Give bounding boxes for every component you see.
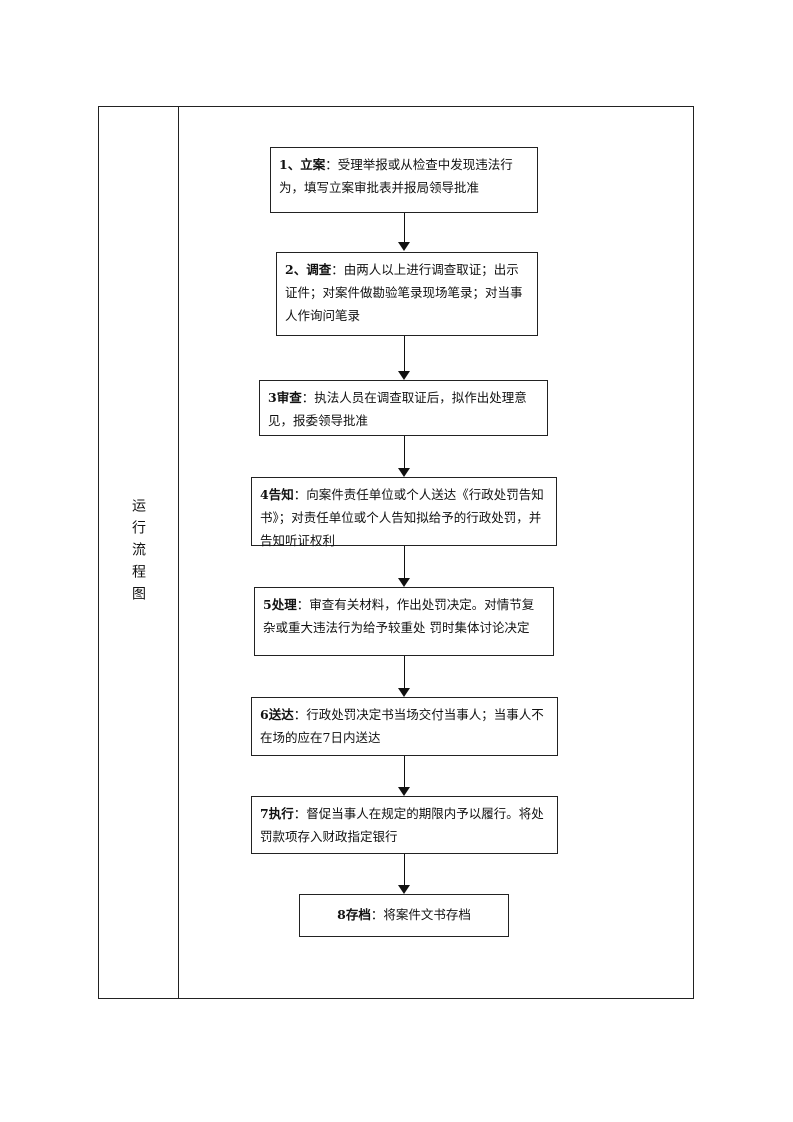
- arrow-2: [398, 336, 410, 380]
- step-6-heading: 6送达: [260, 707, 294, 722]
- step-4-heading: 4告知: [260, 487, 294, 502]
- flowchart-table: [98, 106, 694, 999]
- step-8-box: 8存档：将案件文书存档: [299, 894, 509, 937]
- step-5-heading: 5处理: [263, 597, 297, 612]
- step-4-text: ：向案件责任单位或个人送达《行政处罚告知书》；对责任单位或个人告知拟给予的行政处…: [260, 487, 544, 548]
- step-5-text: ：审查有关材料，作出处罚决定。对情节复杂或重大违法行为给予较重处 罚时集体讨论决…: [263, 597, 535, 635]
- step-3-text: ：执法人员在调查取证后，拟作出处理意见，报委领导批准: [268, 390, 527, 428]
- step-7-box: 7执行：督促当事人在规定的期限内予以履行。将处罚款项存入财政指定银行: [251, 796, 558, 854]
- arrow-3: [398, 436, 410, 477]
- step-8-text: ：将案件文书存档: [370, 907, 471, 922]
- step-3-box: 3审查：执法人员在调查取证后，拟作出处理意见，报委领导批准: [259, 380, 548, 436]
- step-2-text: ：由两人以上进行调查取证；出示证件；对案件做勘验笔录现场笔录；对当事人作询问笔录: [285, 262, 523, 323]
- step-2-box: 2、调查：由两人以上进行调查取证；出示证件；对案件做勘验笔录现场笔录；对当事人作…: [276, 252, 538, 336]
- step-2-heading: 2、调查: [285, 262, 332, 277]
- arrow-1: [398, 213, 410, 251]
- step-3-heading: 3审查: [268, 390, 302, 405]
- step-8-heading: 8存档: [337, 907, 371, 922]
- step-1-heading: 1、立案: [279, 157, 326, 172]
- step-4-box: 4告知：向案件责任单位或个人送达《行政处罚告知书》；对责任单位或个人告知拟给予的…: [251, 477, 557, 548]
- arrow-5: [398, 656, 410, 697]
- step-7-text: ：督促当事人在规定的期限内予以履行。将处罚款项存入财政指定银行: [260, 806, 544, 844]
- arrow-7: [398, 854, 410, 894]
- arrow-6: [398, 756, 410, 796]
- step-1-text: ：受理举报或从检查中发现违法行为，填写立案审批表并报局领导批准: [279, 157, 513, 195]
- step-6-text: ：行政处罚决定书当场交付当事人；当事人不在场的应在7日内送达: [260, 707, 544, 745]
- column-divider: [178, 106, 179, 999]
- section-label: 运行流程图: [130, 497, 146, 608]
- arrow-4: [398, 546, 410, 587]
- step-6-box: 6送达：行政处罚决定书当场交付当事人；当事人不在场的应在7日内送达: [251, 697, 558, 756]
- step-5-box: 5处理：审查有关材料，作出处罚决定。对情节复杂或重大违法行为给予较重处 罚时集体…: [254, 587, 554, 656]
- step-1-box: 1、立案：受理举报或从检查中发现违法行为，填写立案审批表并报局领导批准: [270, 147, 538, 213]
- section-label-cell: 运行流程图: [98, 106, 178, 999]
- step-7-heading: 7执行: [260, 806, 294, 821]
